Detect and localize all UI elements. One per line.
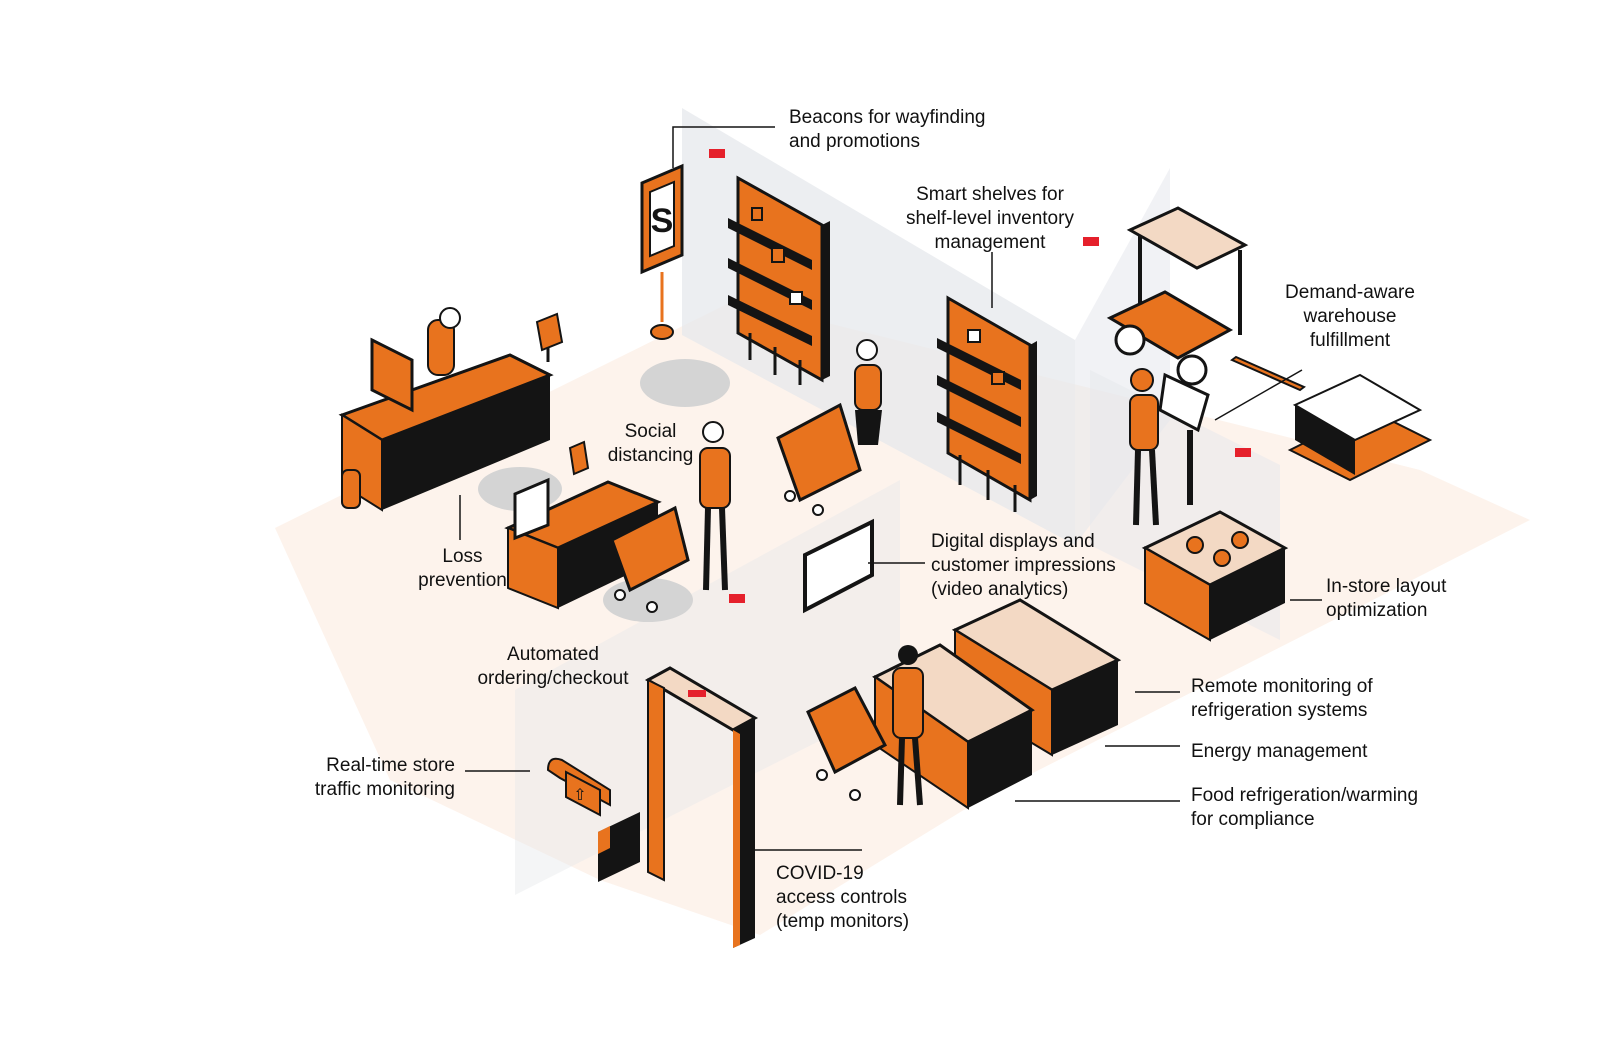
beacon-sign-icon: S xyxy=(640,163,684,340)
payment-terminal-icon xyxy=(535,312,564,362)
warehouse-worker-icon xyxy=(1129,368,1210,526)
label-energy-management: Energy management xyxy=(1191,741,1368,762)
floor-shadow xyxy=(603,578,693,622)
up-arrow-icon: ⇧ xyxy=(573,785,586,804)
smart-shelf-icon xyxy=(728,175,830,385)
shopper-icon xyxy=(806,645,924,806)
checkout-counter-icon xyxy=(338,307,554,512)
pallet-boxes-icon xyxy=(1287,373,1433,482)
leader-lines xyxy=(459,126,1322,851)
shopper-with-cart-icon xyxy=(610,421,731,613)
shopper-with-cart-icon xyxy=(776,339,882,516)
sensor-marker xyxy=(1083,237,1099,246)
turnstile-icon: ⇧ xyxy=(546,757,640,882)
display-case-icon xyxy=(1141,510,1289,642)
sensor-marker xyxy=(729,594,745,603)
smart-shelf-icon xyxy=(937,295,1037,512)
floor-shadow xyxy=(640,359,730,407)
temperature-gate-icon xyxy=(644,666,759,948)
digital-display-icon xyxy=(803,518,874,614)
sensor-marker xyxy=(1235,448,1251,457)
sensor-marker xyxy=(709,149,725,158)
beacon-logo-icon: S xyxy=(651,202,674,240)
forklift-icon xyxy=(1106,206,1306,392)
